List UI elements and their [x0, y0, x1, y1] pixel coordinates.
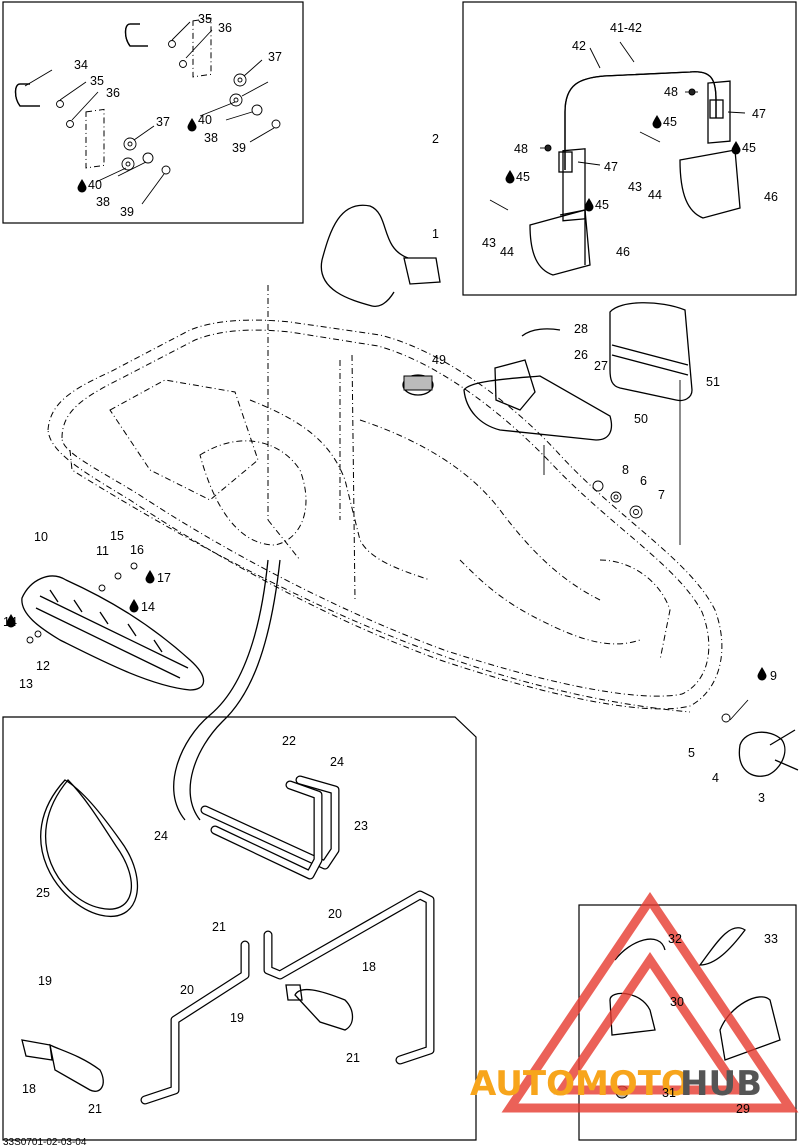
callout: 19: [38, 974, 52, 988]
callout: 12: [36, 659, 50, 673]
callout: 22: [282, 734, 296, 748]
callout: 48: [664, 85, 678, 99]
callout: 36: [106, 86, 120, 100]
callout: 14: [141, 600, 155, 614]
lube-drop-icon: [652, 115, 662, 129]
callout: 46: [764, 190, 778, 204]
lube-drop-icon: [731, 141, 741, 155]
lube-drop-icon: [505, 170, 515, 184]
handlebar-box: [462, 1, 797, 296]
callout: 11: [96, 544, 109, 558]
callout: 45: [663, 115, 677, 129]
storage-parts: [320, 204, 693, 545]
callout: 33: [764, 932, 778, 946]
callout: 43: [482, 236, 496, 250]
callout: 45: [742, 141, 756, 155]
callout: 8: [622, 463, 629, 477]
callout: 45: [595, 198, 609, 212]
callout: 21: [346, 1051, 360, 1065]
lube-drop-icon: [77, 179, 87, 193]
watermark-prefix: AUTOMOTO: [470, 1064, 690, 1104]
callout: 21: [88, 1102, 102, 1116]
watermark-suffix: HUB: [680, 1064, 762, 1104]
callout: 49: [432, 353, 446, 367]
lube-drop-icon: [129, 599, 139, 613]
callout: 44: [500, 245, 514, 259]
callout: 16: [130, 543, 144, 557]
side-parts: [21, 562, 205, 691]
lube-drop-icon: [145, 570, 155, 584]
callout: 6: [640, 474, 647, 488]
callout: 38: [204, 131, 218, 145]
callout: 9: [770, 669, 777, 683]
callout: 46: [616, 245, 630, 259]
callout: 5: [688, 746, 695, 760]
callout: 35: [198, 12, 212, 26]
callout: 51: [706, 375, 720, 389]
callout: 30: [670, 995, 684, 1009]
callout: 45: [516, 170, 530, 184]
drain-hoses: [21, 559, 435, 1105]
grab-handle-group: [14, 17, 281, 205]
callout: 47: [604, 160, 618, 174]
callout: 19: [230, 1011, 244, 1025]
callout: 20: [180, 983, 194, 997]
hull-group: [47, 285, 723, 713]
diagram-reference: 33S0701-02-03-04: [3, 1137, 87, 1148]
callout: 20: [328, 907, 342, 921]
callout: 38: [96, 195, 110, 209]
callout: 39: [120, 205, 134, 219]
hose-box: [2, 716, 477, 1141]
callout: 37: [156, 115, 170, 129]
callout: 1: [432, 227, 439, 241]
callout: 44: [648, 188, 662, 202]
callout: 34: [74, 58, 88, 72]
callout: 14: [3, 615, 17, 629]
callout: 29: [736, 1102, 750, 1116]
callout: 32: [668, 932, 682, 946]
callout: 50: [634, 412, 648, 426]
callout: 41-42: [610, 21, 642, 35]
watermark: AUTOMOTO HUB: [470, 891, 799, 1113]
callout: 26: [574, 348, 588, 362]
callouts: 1 2 3 4 5 6 7 8 9 10 11 12 13 14 14 15 1…: [3, 12, 778, 1116]
callout: 3: [758, 791, 765, 805]
callout: 39: [232, 141, 246, 155]
callout: 18: [362, 960, 376, 974]
callout: 15: [110, 529, 124, 543]
lube-drop-icon: [757, 667, 767, 681]
callout: 37: [268, 50, 282, 64]
callout: 4: [712, 771, 719, 785]
nozzle-parts: [721, 699, 799, 777]
callout: 25: [36, 886, 50, 900]
callout: 40: [88, 178, 102, 192]
callout: 7: [658, 488, 665, 502]
callout: 48: [514, 142, 528, 156]
callout: 42: [572, 39, 586, 53]
callout: 18: [22, 1082, 36, 1096]
callout: 36: [218, 21, 232, 35]
lube-drop-icon: [584, 198, 594, 212]
callout: 27: [594, 359, 608, 373]
callout: 2: [432, 132, 439, 146]
callout: 21: [212, 920, 226, 934]
callout: 35: [90, 74, 104, 88]
callout: 31: [662, 1086, 676, 1100]
callout: 17: [157, 571, 171, 585]
callout: 24: [154, 829, 168, 843]
callout: 47: [752, 107, 766, 121]
callout: 40: [198, 113, 212, 127]
callout: 43: [628, 180, 642, 194]
grab-handle-box: [2, 1, 304, 224]
callout: 13: [19, 677, 33, 691]
callout: 24: [330, 755, 344, 769]
callout: 28: [574, 322, 588, 336]
callout: 23: [354, 819, 368, 833]
callout: 10: [34, 530, 48, 544]
handlebar-group: [489, 41, 746, 276]
lube-drop-icon: [187, 118, 197, 132]
clip-box: [578, 904, 797, 1141]
